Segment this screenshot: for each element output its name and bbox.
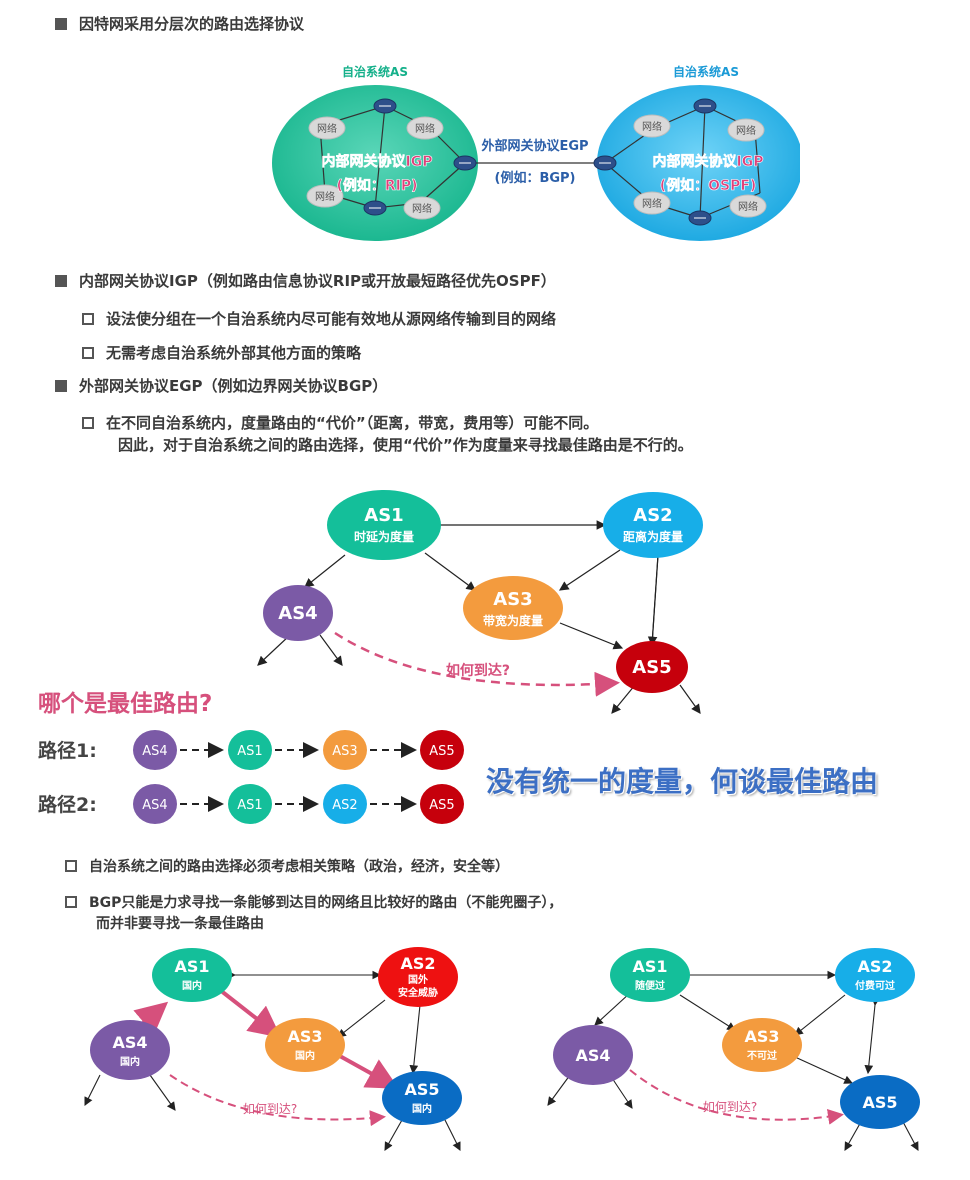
how-to-reach-label: 如何到达? <box>446 662 510 679</box>
right-as3-policy: 不可过 <box>747 1049 777 1062</box>
right-how-to-reach: 如何到达? <box>703 1099 757 1114</box>
as1-metric: 时延为度量 <box>354 529 414 544</box>
filled-square-icon <box>55 274 67 287</box>
path1-node: AS3 <box>332 744 357 759</box>
path2-node: AS1 <box>237 798 262 813</box>
as2-metric: 距离为度量 <box>623 529 683 544</box>
egp-label: 外部网关协议EGP <box>480 138 588 154</box>
open-square-icon <box>65 896 77 908</box>
as-right-label: 自治系统AS <box>673 64 739 79</box>
network-label: 网络 <box>642 120 662 133</box>
policy-bullet-2-cont: 而并非要寻找一条最佳路由 <box>96 916 264 932</box>
igp-left-example: (例如：RIP) <box>336 177 417 194</box>
heading-layered-routing: 因特网采用分层次的路由选择协议 <box>55 13 304 34</box>
policy-diagram-right: AS1 随便过 AS2 付费可过 AS3 不可过 AS4 AS5 如何到达? <box>547 948 920 1151</box>
no-unified-metric-text: 没有统一的度量，何谈最佳路由 <box>486 765 879 798</box>
left-as5-policy: 国内 <box>412 1102 432 1115</box>
metric-diagram: AS1 时延为度量 AS2 距离为度量 AS3 带宽为度量 AS4 AS5 如何… <box>257 490 703 714</box>
path2-label: 路径2: <box>38 793 97 816</box>
bullet-egp: 外部网关协议EGP（例如边界网关协议BGP） <box>55 375 387 396</box>
as5-label: AS5 <box>632 657 671 678</box>
path1-node: AS1 <box>237 744 262 759</box>
bullet-igp-sub2: 无需考虑自治系统外部其他方面的策略 <box>82 342 361 363</box>
filled-square-icon <box>55 379 67 392</box>
left-as1-policy: 国内 <box>182 979 202 992</box>
as-topology-diagram: 自治系统AS 自治系统AS 网络 网络 网络 网络 网络 网络 网络 网络 <box>272 64 800 241</box>
right-as2-policy: 付费可过 <box>855 979 895 992</box>
igp-left-label: 内部网关协议IGP <box>322 153 433 170</box>
best-route-question: 哪个是最佳路由? <box>38 691 213 717</box>
igp-right-example: (例如：OSPF) <box>660 177 757 194</box>
bullet-igp-sub1: 设法使分组在一个自治系统内尽可能有效地从源网络传输到目的网络 <box>82 308 556 329</box>
open-square-icon <box>82 346 94 359</box>
left-as2-threat: 安全威胁 <box>398 986 438 999</box>
network-label: 网络 <box>642 197 662 210</box>
policy-diagram-left: AS1 国内 AS2 国外 安全威胁 AS3 国内 AS4 国内 AS5 国内 … <box>84 947 462 1151</box>
bullet-igp: 内部网关协议IGP（例如路由信息协议RIP或开放最短路径优先OSPF） <box>55 270 556 291</box>
network-label: 网络 <box>738 200 758 213</box>
left-as3: AS3 <box>287 1027 322 1046</box>
as-left-label: 自治系统AS <box>342 64 408 79</box>
path1-node: AS4 <box>142 744 167 759</box>
bullet-egp-sub1: 在不同自治系统内，度量路由的“代价”（距离，带宽，费用等）可能不同。 <box>82 412 598 433</box>
open-square-icon <box>65 860 77 872</box>
left-as4-policy: 国内 <box>120 1055 140 1068</box>
network-label: 网络 <box>736 124 756 137</box>
left-as4: AS4 <box>112 1033 147 1052</box>
egp-example: (例如：BGP) <box>495 170 576 186</box>
left-as1: AS1 <box>174 957 209 976</box>
left-as5: AS5 <box>404 1080 439 1099</box>
right-as1: AS1 <box>632 957 667 976</box>
network-label: 网络 <box>315 190 335 203</box>
as3-metric: 带宽为度量 <box>483 613 543 628</box>
bullet-egp-sub1-cont: 因此，对于自治系统之间的路由选择，使用“代价”作为度量来寻找最佳路由是不行的。 <box>118 436 693 454</box>
path1-label: 路径1: <box>38 739 97 762</box>
as4-label: AS4 <box>278 603 317 624</box>
igp-right-label: 内部网关协议IGP <box>653 153 764 170</box>
network-label: 网络 <box>317 122 337 135</box>
filled-square-icon <box>55 17 67 30</box>
path2-node: AS4 <box>142 798 167 813</box>
left-as2: AS2 <box>400 954 435 973</box>
left-how-to-reach: 如何到达? <box>243 1101 297 1116</box>
open-square-icon <box>82 312 94 325</box>
policy-bullet-1: 自治系统之间的路由选择必须考虑相关策略（政治，经济，安全等） <box>65 856 509 876</box>
path-comparison: 路径1: 路径2: AS4 AS1 AS3 AS5 AS4 AS1 AS2 AS… <box>38 730 464 824</box>
as1-label: AS1 <box>364 505 403 526</box>
left-as2-policy: 国外 <box>408 973 428 986</box>
as3-label: AS3 <box>493 589 532 610</box>
network-label: 网络 <box>412 202 432 215</box>
right-as3: AS3 <box>744 1027 779 1046</box>
network-label: 网络 <box>415 122 435 135</box>
right-as5: AS5 <box>862 1093 897 1112</box>
right-as1-policy: 随便过 <box>635 979 665 992</box>
left-as3-policy: 国内 <box>295 1049 315 1062</box>
right-as2: AS2 <box>857 957 892 976</box>
right-as4: AS4 <box>575 1046 610 1065</box>
policy-bullet-2: BGP只能是力求寻找一条能够到达目的网络且比较好的路由（不能兜圈子）， <box>65 892 562 912</box>
path1-node: AS5 <box>429 744 454 759</box>
open-square-icon <box>82 416 94 429</box>
as2-label: AS2 <box>633 505 672 526</box>
path2-node: AS2 <box>332 798 357 813</box>
path2-node: AS5 <box>429 798 454 813</box>
